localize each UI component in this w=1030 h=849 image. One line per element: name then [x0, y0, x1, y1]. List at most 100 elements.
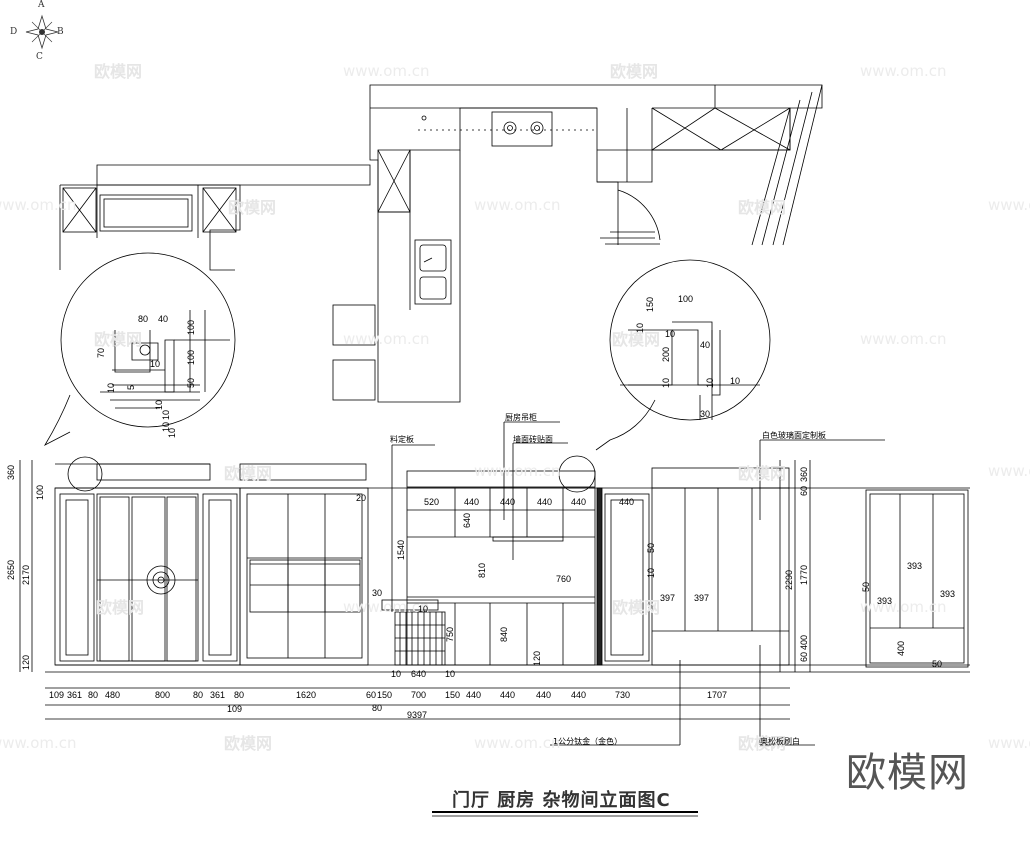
dim-label: 397 — [694, 593, 710, 603]
dim-label: 150 — [377, 690, 393, 700]
dim-label: 700 — [411, 690, 427, 700]
compass-label-d: D — [10, 27, 18, 37]
dim-label: 40 — [158, 314, 169, 324]
watermark-url: www.om.cn — [343, 330, 430, 348]
dim-label: 640 — [411, 669, 427, 679]
dim-label: 109 — [227, 704, 243, 714]
dim-label: 520 — [424, 497, 440, 507]
compass-label-a: A — [38, 0, 45, 10]
dim-label: 440 — [571, 497, 587, 507]
drawing-title: 门厅 厨房 杂物间立面图C — [452, 790, 671, 811]
watermark-url: www.om.cn — [474, 734, 561, 752]
dim-label: 393 — [907, 561, 923, 571]
dim-label: 360 — [799, 466, 809, 482]
compass-label-c: C — [36, 52, 43, 62]
dim-label: 2290 — [784, 569, 794, 590]
dim-label: 840 — [499, 626, 509, 642]
watermark: 欧模网 — [94, 330, 143, 349]
dim-label: 2170 — [21, 564, 31, 585]
compass-rose-icon — [25, 14, 59, 50]
dim-label: 397 — [660, 593, 676, 603]
dim-label: 760 — [556, 574, 572, 584]
note-paint: 奥松板刷白 — [760, 737, 800, 746]
dim-label: 80 — [372, 703, 383, 713]
dim-label: 80 — [88, 690, 99, 700]
dim-label: 1620 — [296, 690, 317, 700]
note-wall-tile: 墙面砖贴面 — [513, 435, 553, 444]
dim-label: 30 — [700, 409, 711, 419]
dim-label: 440 — [500, 690, 516, 700]
dim-label: 50 — [932, 659, 943, 669]
plan-counter-top — [369, 84, 823, 213]
watermark: 欧模网 — [94, 62, 143, 81]
watermark-url: www.om.cn — [343, 62, 430, 80]
dim-label: 80 — [193, 690, 204, 700]
dim-label: 60 — [366, 690, 377, 700]
dim-label: 1770 — [799, 564, 809, 585]
compass-label-b: B — [57, 27, 64, 37]
dim-label: 100 — [186, 319, 196, 335]
dim-label: 150 — [445, 690, 461, 700]
dim-label: 5 — [126, 384, 136, 390]
dim-label: 50 — [646, 542, 656, 553]
dim-label: 800 — [155, 690, 171, 700]
dim-label: 10 — [665, 329, 676, 339]
dim-label: 2650 — [6, 559, 16, 580]
dim-label: 360 — [6, 464, 16, 480]
dim-label: 440 — [571, 690, 587, 700]
dim-label: 20 — [356, 493, 367, 503]
watermark-url: www.om.cn — [0, 734, 77, 752]
dim-label: 730 — [615, 690, 631, 700]
dim-label: 1707 — [707, 690, 728, 700]
watermark: 欧模网 — [224, 734, 273, 753]
dim-label: 10 — [154, 399, 164, 410]
dim-label: 200 — [661, 346, 671, 362]
dim-label: 10 — [646, 567, 656, 578]
dim-label: 440 — [619, 497, 635, 507]
dim-label: 10 — [391, 669, 402, 679]
dim-label: 400 — [896, 640, 906, 656]
dim-label: 80 — [234, 690, 245, 700]
watermark-url: www.om.cn — [988, 196, 1030, 214]
dim-label: 10 — [150, 359, 161, 369]
watermark: 欧模网 — [738, 734, 787, 753]
note-cooking-board: 料定板 — [390, 435, 414, 444]
dim-label: 480 — [105, 690, 121, 700]
dim-label: 440 — [536, 690, 552, 700]
watermark: 欧模网 — [738, 464, 787, 483]
watermark: 欧模网 — [612, 598, 661, 617]
dim-label: 10 — [705, 377, 715, 388]
dim-label: 120 — [21, 654, 31, 670]
dim-label: 440 — [500, 497, 516, 507]
dim-label: 80 — [138, 314, 149, 324]
note-white-glass: 白色玻璃面定制板 — [762, 431, 826, 440]
dim-label: 440 — [466, 690, 482, 700]
dim-label: 440 — [464, 497, 480, 507]
dim-label: 150 — [645, 296, 655, 312]
dim-label: 30 — [372, 588, 383, 598]
watermark-url: www.om.cn — [474, 196, 561, 214]
dim-label: 750 — [445, 626, 455, 642]
dim-label: 400 — [799, 634, 809, 650]
dim-total: 9397 — [407, 710, 428, 720]
dim-label: 10 — [418, 604, 429, 614]
dim-label: 810 — [477, 562, 487, 578]
watermark-url: www.om.cn — [860, 598, 947, 616]
dim-label: 50 — [861, 581, 871, 592]
dim-label: 10 — [167, 427, 177, 438]
dim-label: 10 — [106, 382, 116, 393]
watermark: 欧模网 — [228, 198, 277, 217]
dim-label: 60 — [799, 651, 809, 662]
dim-label: 100 — [35, 484, 45, 500]
dim-label: 10 — [661, 377, 671, 388]
note-wall-cabinet: 厨房吊柜 — [505, 413, 537, 422]
dim-label: 10 — [161, 409, 171, 420]
watermark: 欧模网 — [612, 330, 661, 349]
dim-label: 70 — [96, 347, 106, 358]
watermark-url: www.om.cn — [988, 462, 1030, 480]
dim-label: 100 — [186, 349, 196, 365]
dim-label: 361 — [67, 690, 83, 700]
dim-label: 100 — [678, 294, 694, 304]
watermark-url: www.om.cn — [860, 62, 947, 80]
